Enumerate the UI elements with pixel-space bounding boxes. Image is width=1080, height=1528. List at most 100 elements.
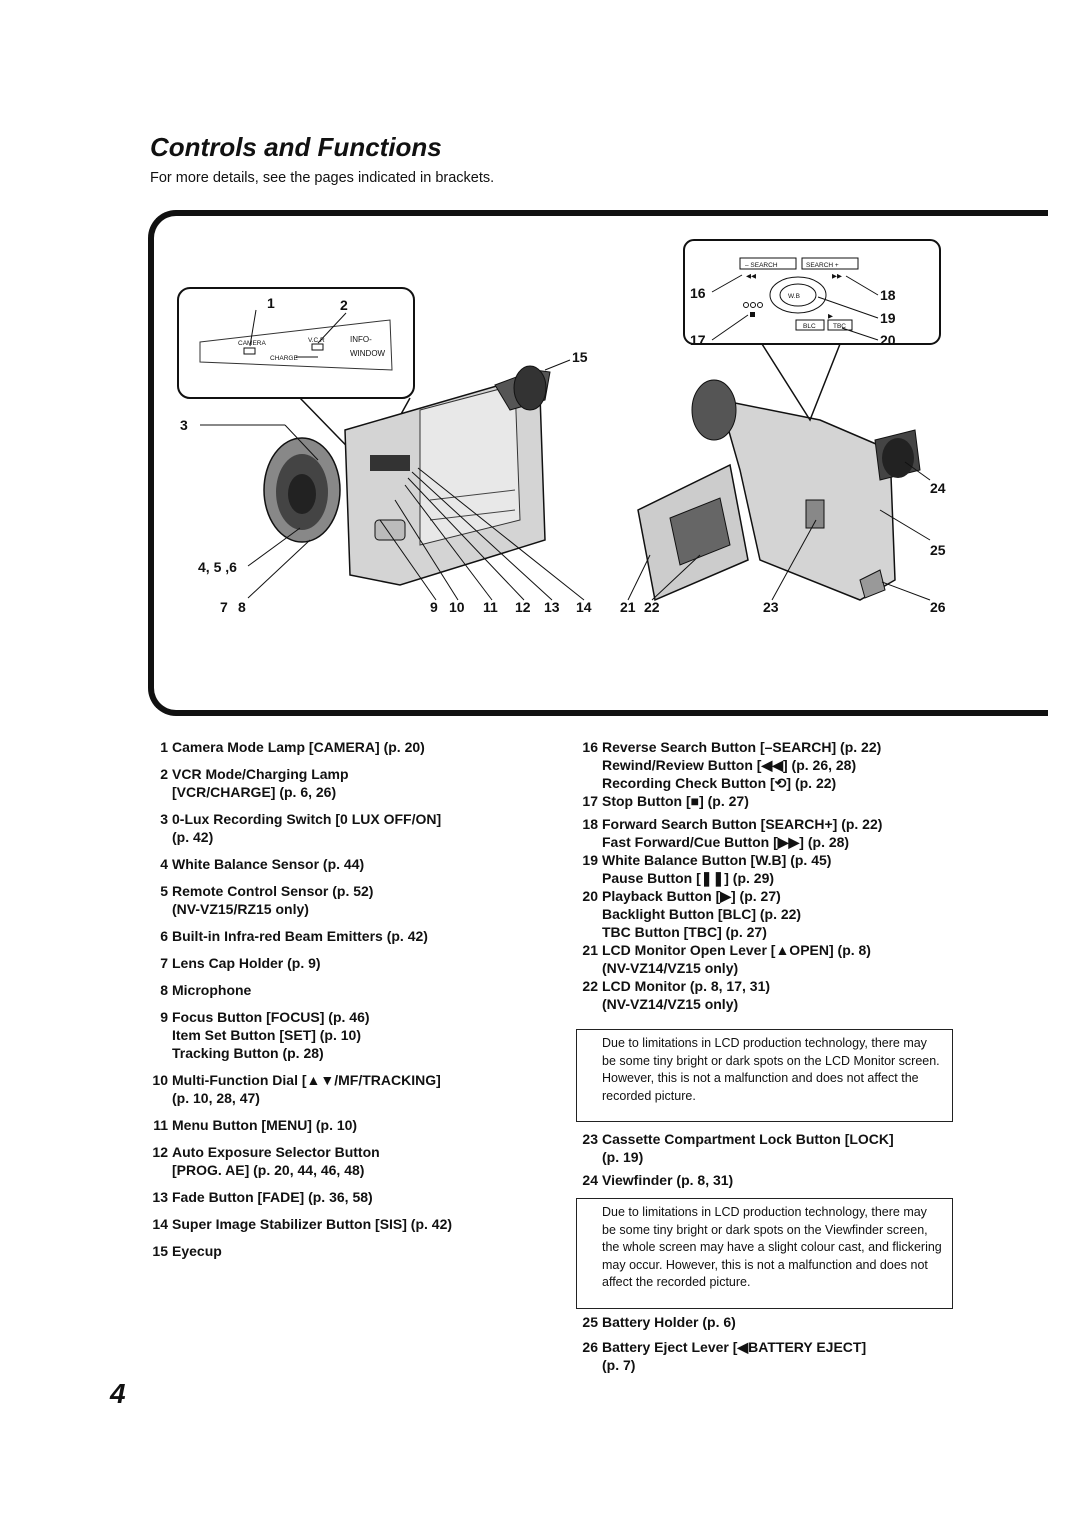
item-number: 21 (582, 942, 598, 958)
item-line: Remote Control Sensor (p. 52) (172, 883, 374, 899)
item-number: 26 (582, 1339, 598, 1355)
leader-line (845, 275, 879, 296)
item-number: 8 (160, 982, 168, 998)
item-line: White Balance Button [W.B] (p. 45) (602, 852, 832, 868)
item-number: 18 (582, 816, 598, 832)
lcd-note-box: Due to limitations in LCD production tec… (576, 1029, 953, 1122)
item-line: Recording Check Button [⟲] (p. 22) (602, 775, 837, 791)
leader-line (881, 581, 931, 601)
item-line: Multi-Function Dial [▲▼/MF/TRACKING] (172, 1072, 441, 1088)
indicator-icon (750, 302, 756, 308)
viewfinder-note-box: Due to limitations in LCD production tec… (576, 1198, 953, 1309)
callout-23: 23 (763, 599, 779, 615)
leader-line (904, 461, 931, 481)
callout-20: 20 (880, 332, 896, 348)
callout-21: 21 (620, 599, 636, 615)
callout-8: 8 (238, 599, 246, 615)
item-line: Playback Button [▶] (p. 27) (602, 888, 781, 904)
item-number: 17 (582, 793, 598, 809)
leader-line (247, 527, 301, 567)
leader-line (841, 327, 879, 341)
item-number: 5 (160, 883, 168, 899)
item-line: Tracking Button (p. 28) (172, 1045, 324, 1061)
camcorder-rear-view (637, 379, 921, 602)
item-line: Reverse Search Button [–SEARCH] (p. 22) (602, 739, 882, 755)
item-line: Eyecup (172, 1243, 222, 1259)
callout-26: 26 (930, 599, 946, 615)
item-line: TBC Button [TBC] (p. 27) (602, 924, 767, 940)
tbc-label: TBC (833, 323, 846, 330)
item-line: Battery Eject Lever [◀BATTERY EJECT] (602, 1339, 867, 1355)
item-line: Viewfinder (p. 8, 31) (602, 1172, 734, 1188)
leader-line (711, 314, 749, 341)
callout-12: 12 (515, 599, 531, 615)
search-minus-label: – SEARCH (745, 262, 778, 269)
wb-button (769, 276, 827, 314)
item-line: Forward Search Button [SEARCH+] (p. 22) (602, 816, 883, 832)
search-plus-button (801, 257, 859, 270)
leader-line (407, 477, 525, 601)
item-line: 0-Lux Recording Switch [0 LUX OFF/ON] (172, 811, 442, 827)
camera-lamp-icon (243, 347, 256, 355)
leader-line (247, 539, 311, 599)
vcr-lamp-icon (311, 343, 324, 351)
callout-24: 24 (930, 480, 946, 496)
item-number: 6 (160, 928, 168, 944)
item-line: (NV-VZ15/RZ15 only) (172, 901, 309, 917)
callout-16: 16 (690, 285, 706, 301)
item-number: 15 (152, 1243, 168, 1259)
callout-19: 19 (880, 310, 896, 326)
window-label: WINDOW (350, 349, 386, 358)
stop-icon (750, 312, 755, 317)
leader-line (627, 554, 651, 601)
item-line: (NV-VZ14/VZ15 only) (602, 996, 739, 1012)
callout-2: 2 (340, 297, 348, 313)
item-line: White Balance Sensor (p. 44) (172, 856, 365, 872)
item-number: 14 (152, 1216, 168, 1232)
wb-button-inner (779, 283, 817, 307)
camcorder-figure: CAMERA V.C.R CHARGE INFO- WINDOW – SEARC… (177, 239, 946, 615)
blc-label: BLC (803, 323, 816, 330)
item-line: Cassette Compartment Lock Button [LOCK] (602, 1131, 894, 1147)
blc-button (795, 319, 825, 331)
search-minus-button (739, 257, 797, 270)
item-number: 25 (582, 1314, 598, 1330)
item-line: Fast Forward/Cue Button [▶▶] (p. 28) (602, 834, 850, 850)
charge-label: CHARGE (270, 355, 298, 362)
item-line: Menu Button [MENU] (p. 10) (172, 1117, 358, 1133)
page-subtitle: For more details, see the pages indicate… (150, 170, 495, 186)
play-icon: ▶ (828, 313, 834, 320)
item-line: Built-in Infra-red Beam Emitters (p. 42) (172, 928, 428, 944)
callout-25: 25 (930, 542, 946, 558)
item-number: 7 (160, 955, 168, 971)
leader-line (411, 471, 553, 601)
item-number: 22 (582, 978, 598, 994)
item-number: 20 (582, 888, 598, 904)
pointer-lines (761, 343, 841, 422)
item-number: 12 (152, 1144, 168, 1160)
item-number: 19 (582, 852, 598, 868)
item-number: 13 (152, 1189, 168, 1205)
leader-line (417, 467, 585, 601)
leader-line (394, 499, 459, 601)
